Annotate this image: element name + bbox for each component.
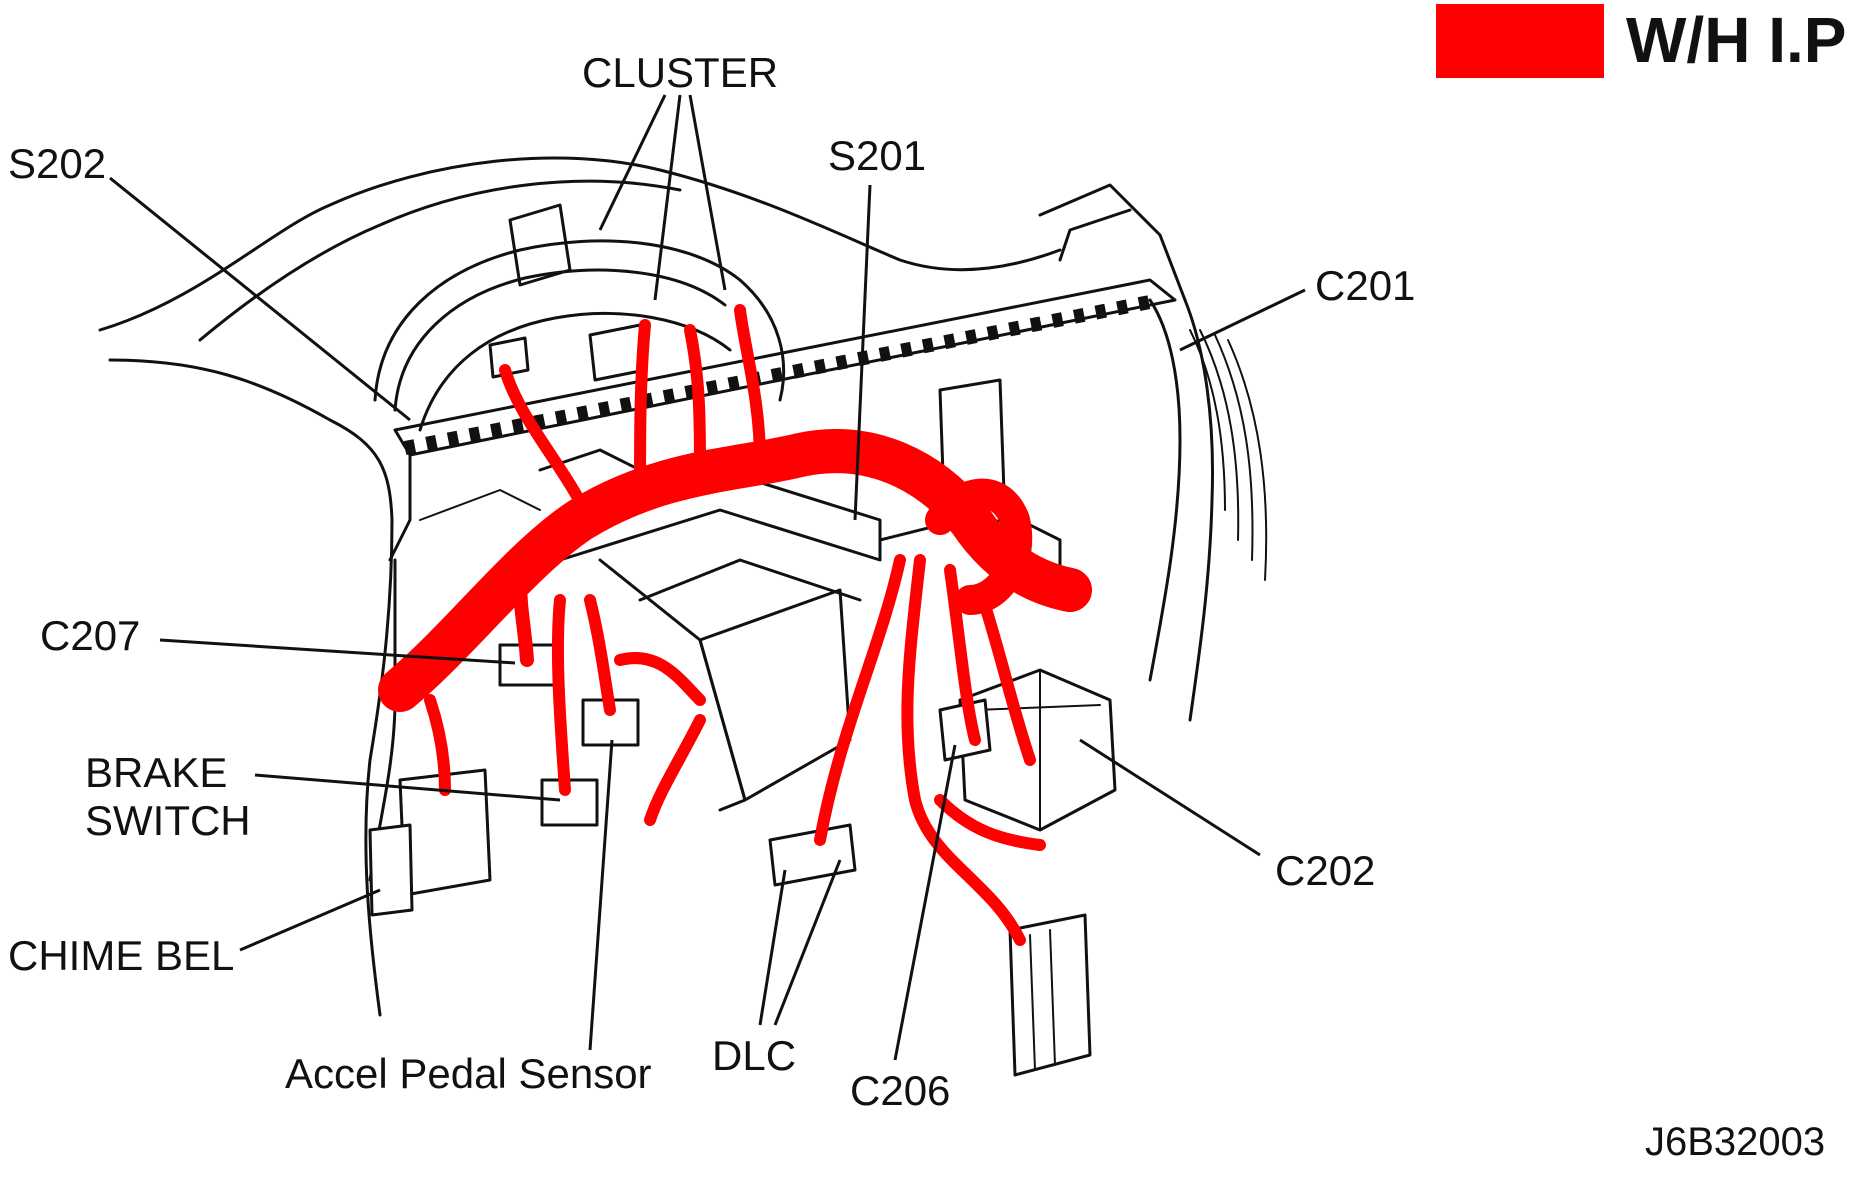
- legend-swatch: [1436, 4, 1604, 78]
- label-brake-switch-line2: SWITCH: [85, 797, 251, 844]
- wiring-harness: [378, 304, 1092, 946]
- legend-label: W/H I.P: [1626, 4, 1846, 76]
- legend: W/H I.P: [1436, 4, 1846, 78]
- figure-code: J6B32003: [1645, 1120, 1825, 1164]
- leader-lines: [109, 94, 1306, 1061]
- label-c201: C201: [1315, 262, 1415, 309]
- label-chime-bel: CHIME BEL: [8, 932, 234, 979]
- component-labels: CLUSTER S202 S201 C201 C207 BRAKE SWITCH…: [8, 49, 1415, 1114]
- label-brake-switch-line1: BRAKE: [85, 749, 227, 796]
- label-cluster: CLUSTER: [582, 49, 778, 96]
- label-c207: C207: [40, 612, 140, 659]
- label-s201: S201: [828, 132, 926, 179]
- label-c206: C206: [850, 1067, 950, 1114]
- label-s202: S202: [8, 140, 106, 187]
- label-accel-pedal-sensor: Accel Pedal Sensor: [285, 1050, 652, 1097]
- label-dlc: DLC: [712, 1032, 796, 1079]
- label-c202: C202: [1275, 847, 1375, 894]
- dashboard-outline: [98, 156, 1268, 1077]
